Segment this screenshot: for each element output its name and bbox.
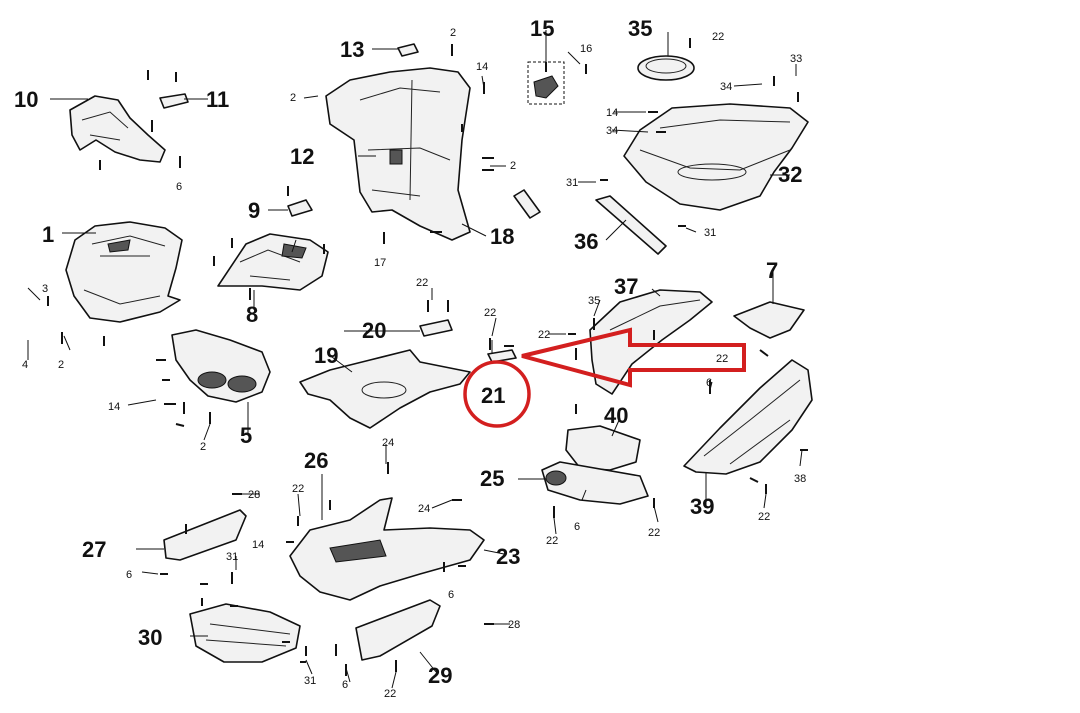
fastener-label-34: 34: [720, 81, 732, 93]
part-27-shape: [163, 509, 247, 561]
fastener-label-28: 28: [508, 619, 520, 631]
highlight-circle: [463, 360, 531, 428]
fastener-label-2: 2: [58, 359, 64, 371]
fastener-label-14: 14: [108, 401, 120, 413]
part-label-37: 37: [614, 274, 638, 299]
fastener-label-22: 22: [416, 277, 428, 289]
fastener-label-6: 6: [448, 589, 454, 601]
part-36-shape: [595, 195, 667, 255]
fastener-label-31: 31: [566, 177, 578, 189]
fastener-label-2: 2: [450, 27, 456, 39]
fastener-label-24: 24: [418, 503, 430, 515]
part-label-29: 29: [428, 663, 452, 688]
fastener-label-31: 31: [226, 551, 238, 563]
part-13-shape: [397, 43, 419, 57]
fastener-label-14: 14: [606, 107, 618, 119]
part-25-shape: [541, 461, 649, 505]
part-11-shape: [159, 93, 189, 109]
part-label-13: 13: [340, 37, 364, 62]
part-8-shape: [217, 233, 329, 291]
fastener-label-22: 22: [758, 511, 770, 523]
part-label-25: 25: [480, 466, 504, 491]
part-26-shape: [289, 497, 485, 601]
fastener-label-35: 35: [588, 295, 600, 307]
part-18-shape: [513, 189, 541, 219]
part-label-27: 27: [82, 537, 106, 562]
part-15-shape: [533, 75, 559, 99]
fastener-label-14: 14: [476, 61, 488, 73]
part-label-11: 11: [206, 87, 229, 112]
part-label-9: 9: [248, 198, 260, 223]
part-30-shape: [189, 603, 301, 663]
fastener-label-34: 34: [606, 125, 618, 137]
fastener-label-2: 2: [510, 160, 516, 172]
fastener-label-2: 2: [290, 92, 296, 104]
fastener-label-6: 6: [574, 521, 580, 533]
fastener-label-22: 22: [538, 329, 550, 341]
part-label-19: 19: [314, 343, 338, 368]
part-35-shape: [637, 55, 695, 81]
part-10-shape: [69, 95, 166, 163]
fastener-label-24: 24: [382, 437, 394, 449]
fastener-label-6: 6: [126, 569, 132, 581]
fastener-label-22: 22: [716, 353, 728, 365]
part-label-10: 10: [14, 87, 38, 112]
part-5-shape: [171, 329, 271, 403]
fastener-label-6: 6: [176, 181, 182, 193]
fastener-markers: [47, 38, 808, 676]
part-label-20: 20: [362, 318, 386, 343]
fastener-label-31: 31: [304, 675, 316, 687]
part-label-15: 15: [530, 16, 554, 41]
part-label-32: 32: [778, 162, 802, 187]
fastener-label-2: 2: [200, 441, 206, 453]
part-32-shape: [623, 103, 809, 211]
part-37-shape: [589, 289, 713, 395]
part-40-shape: [565, 425, 641, 471]
fastener-label-4: 4: [22, 359, 28, 371]
fastener-label-6: 6: [706, 377, 712, 389]
part-9-shape: [287, 199, 313, 217]
part-21-shape: [487, 349, 517, 363]
fastener-label-28: 28: [248, 489, 260, 501]
fastener-label-17: 17: [374, 257, 386, 269]
fastener-label-6: 6: [342, 679, 348, 691]
fastener-label-22: 22: [484, 307, 496, 319]
part-label-39: 39: [690, 494, 714, 519]
part-label-36: 36: [574, 229, 598, 254]
part-label-1: 1: [42, 222, 54, 247]
part-label-35: 35: [628, 16, 652, 41]
part-label-21: 21: [481, 383, 505, 408]
part-label-40: 40: [604, 403, 628, 428]
part-label-12: 12: [290, 144, 314, 169]
part-label-23: 23: [496, 544, 520, 569]
fastener-label-3: 3: [42, 283, 48, 295]
part-label-18: 18: [490, 224, 514, 249]
fastener-label-22: 22: [712, 31, 724, 43]
leader-lines: [27, 30, 803, 689]
part-29-shape: [355, 599, 441, 661]
part-label-30: 30: [138, 625, 162, 650]
fastener-label-31: 31: [704, 227, 716, 239]
fastener-label-22: 22: [384, 688, 396, 700]
fastener-label-22: 22: [292, 483, 304, 495]
part-label-26: 26: [304, 448, 328, 473]
part-39-shape: [683, 359, 813, 475]
highlight-arrow: [521, 327, 746, 388]
fastener-label-16: 16: [580, 43, 592, 55]
part-20-shape: [419, 319, 453, 337]
fastener-label-14: 14: [252, 539, 264, 551]
part-label-5: 5: [240, 423, 252, 448]
fastener-label-38: 38: [794, 473, 806, 485]
fastener-label-22: 22: [546, 535, 558, 547]
part-7-shape: [733, 301, 805, 339]
part-label-8: 8: [246, 302, 258, 327]
fastener-label-33: 33: [790, 53, 802, 65]
part-19-shape: [299, 349, 471, 429]
part-label-7: 7: [766, 258, 778, 283]
fastener-label-22: 22: [648, 527, 660, 539]
